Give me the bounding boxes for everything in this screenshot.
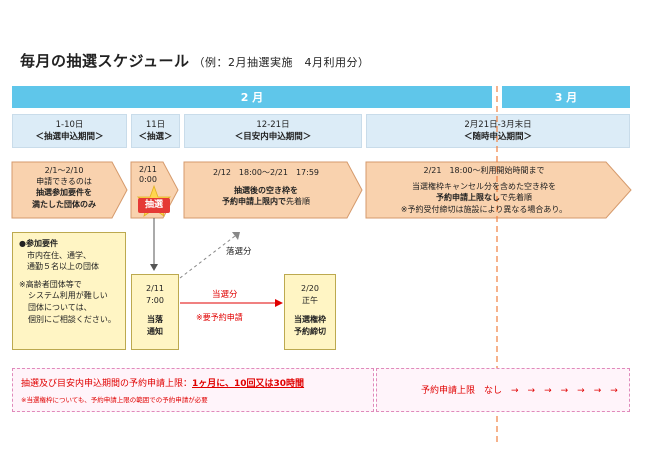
month-bar-mar: 3 月 bbox=[502, 86, 630, 108]
phase-application: 1-10日 ＜抽選申込期間＞ bbox=[12, 114, 127, 148]
month-bar-feb: 2 月 bbox=[12, 86, 492, 108]
arrow-application-text: 2/1～2/10 申請できるのは 抽選参加要件を 満たした団体のみ bbox=[14, 165, 114, 210]
limit-value: 1ヶ月に、10回又は30時間 bbox=[192, 379, 305, 389]
phase-name: ＜抽選＞ bbox=[138, 132, 173, 142]
requirements-box: ●参加要件 市内在住、通学、 通勤５名以上の団体 ※高齢者団体等で システム利用… bbox=[12, 232, 126, 350]
requirements-note-2: システム利用が難しい bbox=[28, 291, 108, 301]
won-note: ※要予約申請 bbox=[196, 313, 243, 322]
phase-dates: 12-21日 bbox=[256, 119, 290, 130]
limit-after-box: 予約申請上限 なし → → → → → → → bbox=[376, 368, 630, 412]
arrow-application-requirement: 抽選参加要件を bbox=[36, 188, 92, 198]
notify-box: 2/11 7:00 当落 通知 bbox=[131, 274, 179, 350]
arrow-guideline-limit: 予約申請上限内で bbox=[222, 197, 286, 207]
arrow-guideline-text: 2/12 18:00～2/21 17:59 抽選後の空き枠を 予約申請上限内で先… bbox=[186, 167, 346, 208]
requirements-note-3: 団体については、 bbox=[28, 302, 92, 312]
arrow-lottery-time: 0:00 bbox=[139, 175, 157, 185]
limit-text: 抽選及び目安内申込期間の予約申請上限： bbox=[21, 379, 193, 389]
phase-guideline: 12-21日 ＜目安内申込期間＞ bbox=[184, 114, 362, 148]
notify-time: 7:00 bbox=[146, 295, 164, 305]
deadline-box: 2/20 正午 当選権枠 予約締切 bbox=[284, 274, 336, 350]
phase-lottery: 11日 ＜抽選＞ bbox=[131, 114, 180, 148]
notify-label-1: 当落 bbox=[147, 315, 163, 325]
requirements-heading: ●参加要件 bbox=[19, 239, 58, 248]
limit-box: 抽選及び目安内申込期間の予約申請上限：1ヶ月に、10回又は30時間 ※当選権枠に… bbox=[12, 368, 374, 412]
arrow-lottery-text: 2/11 0:00 bbox=[139, 165, 179, 186]
requirements-note-4: 個別にご相談ください。 bbox=[28, 314, 116, 324]
phase-name: ＜随時申込期間＞ bbox=[463, 132, 532, 142]
arrow-guideline-order: 先着順 bbox=[286, 197, 310, 207]
phase-dates: 11日 bbox=[145, 119, 166, 130]
arrow-guideline-dates: 2/12 18:00～2/21 17:59 bbox=[212, 168, 320, 177]
connector-lost bbox=[179, 235, 236, 279]
lost-label: 落選分 bbox=[226, 247, 252, 257]
won-label: 当選分 bbox=[212, 290, 238, 300]
connector-lottery-arrowhead bbox=[150, 264, 158, 271]
connector-won-arrowhead bbox=[275, 299, 283, 307]
phase-anytime: 2月21日-3月末日 ＜随時申込期間＞ bbox=[366, 114, 630, 148]
title-main: 毎月の抽選スケジュール bbox=[20, 52, 190, 70]
notify-label-2: 通知 bbox=[147, 326, 163, 336]
arrow-guideline-rule: 抽選後の空き枠を bbox=[234, 185, 298, 195]
arrow-application-note: 申請できるのは bbox=[36, 177, 92, 187]
lottery-badge: 抽選 bbox=[138, 198, 170, 213]
requirements-note-1: ※高齢者団体等で bbox=[19, 279, 82, 289]
page-title: 毎月の抽選スケジュール（例：2月抽選実施 4月利用分） bbox=[20, 50, 369, 71]
arrow-anytime-dates: 2/21 18:00～利用開始時間まで bbox=[423, 166, 545, 175]
arrow-anytime-note: ※予約受付締切は施設により異なる場合あり。 bbox=[400, 204, 568, 214]
connector-lost-arrowhead bbox=[232, 232, 240, 240]
arrow-anytime-rule: 当選権枠キャンセル分を含めた空き枠を bbox=[412, 182, 556, 192]
deadline-label-2: 予約締切 bbox=[294, 326, 326, 336]
arrow-application-requirement-2: 満たした団体のみ bbox=[32, 199, 96, 209]
arrow-anytime-nolimit: 予約申請上限なし bbox=[436, 193, 500, 203]
deadline-label-1: 当選権枠 bbox=[294, 315, 326, 325]
title-subtitle: （例：2月抽選実施 4月利用分） bbox=[193, 56, 370, 69]
phase-name: ＜抽選申込期間＞ bbox=[35, 132, 104, 142]
phase-dates: 2月21日-3月末日 bbox=[464, 119, 532, 130]
deadline-time: 正午 bbox=[302, 295, 318, 305]
requirements-line-2: 通勤５名以上の団体 bbox=[27, 262, 99, 272]
arrow-guideline-shape bbox=[183, 161, 363, 219]
arrow-lottery-date: 2/11 bbox=[139, 165, 157, 174]
deadline-date: 2/20 bbox=[301, 284, 319, 293]
limit-line: 抽選及び目安内申込期間の予約申請上限：1ヶ月に、10回又は30時間 bbox=[21, 376, 365, 389]
arrow-application-dates: 2/1～2/10 bbox=[44, 166, 84, 175]
arrow-anytime-shape bbox=[365, 161, 632, 219]
arrow-application-shape bbox=[11, 161, 128, 219]
requirements-line-1: 市内在住、通学、 bbox=[27, 250, 91, 260]
arrow-anytime-order: で先着順 bbox=[500, 193, 532, 203]
phase-name: ＜目安内申込期間＞ bbox=[234, 132, 312, 142]
phase-dates: 1-10日 bbox=[55, 119, 84, 130]
limit-note: ※当選権枠についても、予約申請上限の範囲での予約申請が必要 bbox=[21, 396, 208, 404]
arrow-anytime-text: 2/21 18:00～利用開始時間まで 当選権枠キャンセル分を含めた空き枠を 予… bbox=[368, 165, 600, 215]
limit-after-text: 予約申請上限 なし → → → → → → → bbox=[421, 386, 618, 396]
notify-date: 2/11 bbox=[146, 284, 164, 293]
